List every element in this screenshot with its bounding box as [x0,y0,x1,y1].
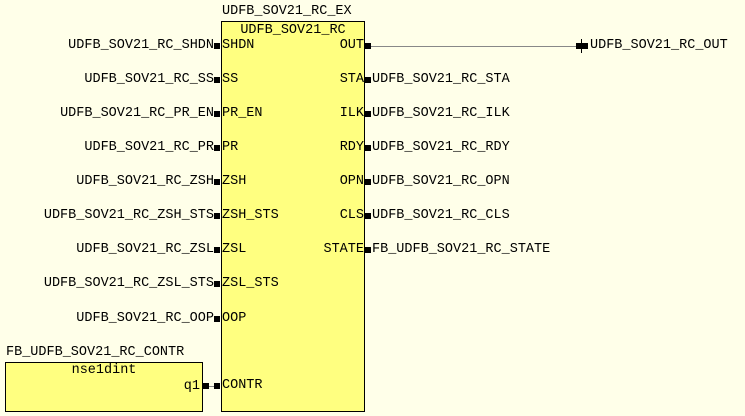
input-pin[interactable] [214,43,220,49]
sub-block-instance-name: FB_UDFB_SOV21_RC_CONTR [6,345,185,360]
output-wire [371,46,577,47]
output-signal-label[interactable]: UDFB_SOV21_RC_STA [372,72,510,87]
input-pin[interactable] [214,145,220,151]
input-port-label: OOP [222,311,247,326]
output-signal-label[interactable]: UDFB_SOV21_RC_ILK [372,106,510,121]
input-pin[interactable] [214,77,220,83]
connector-tick [581,39,582,53]
input-pin[interactable] [214,316,220,322]
sub-block-type-name: nse1dint [71,363,137,378]
input-port-label: ZSH [222,174,247,189]
input-port-label: ZSH_STS [222,208,279,223]
input-signal-label[interactable]: UDFB_SOV21_RC_OOP [76,311,214,326]
output-connector[interactable] [576,43,588,49]
input-port-label: SHDN [222,38,255,53]
output-port-label: OPN [339,174,364,189]
input-pin[interactable] [214,111,220,117]
output-port-label: ILK [339,106,364,121]
input-port-label: PR_EN [222,106,263,121]
input-port-label: PR [222,140,239,155]
output-signal-label[interactable]: UDFB_SOV21_RC_CLS [372,208,510,223]
output-signal-label[interactable]: UDFB_SOV21_RC_OUT [590,38,728,53]
input-signal-label[interactable]: UDFB_SOV21_RC_SHDN [68,38,214,53]
wire-q1-contr [209,386,215,387]
output-pin[interactable] [365,145,371,151]
output-port-label: STA [339,72,364,87]
input-pin[interactable] [214,247,220,253]
input-signal-label[interactable]: UDFB_SOV21_RC_ZSL_STS [43,276,214,291]
input-signal-label[interactable]: UDFB_SOV21_RC_SS [84,72,214,87]
input-port-label: ZSL [222,242,247,257]
output-port-label: CLS [339,208,364,223]
output-port-label: RDY [339,140,364,155]
input-signal-label[interactable]: UDFB_SOV21_RC_ZSH_STS [43,208,214,223]
output-pin[interactable] [365,179,371,185]
main-block-type-name: UDFB_SOV21_RC [240,23,346,38]
output-pin[interactable] [365,247,371,253]
output-signal-label[interactable]: UDFB_SOV21_RC_OPN [372,174,510,189]
function-block-sub[interactable]: nse1dint q1 [5,362,203,412]
input-signal-label[interactable]: UDFB_SOV21_RC_PR [84,140,214,155]
sub-block-port-q1: q1 [183,379,200,394]
output-signal-label[interactable]: FB_UDFB_SOV21_RC_STATE [372,242,551,257]
input-signal-label[interactable]: UDFB_SOV21_RC_ZSH [76,174,214,189]
output-pin[interactable] [365,111,371,117]
input-signal-label[interactable]: UDFB_SOV21_RC_PR_EN [60,106,214,121]
function-block-main[interactable]: UDFB_SOV21_RC [221,21,365,412]
output-port-label: OUT [339,38,364,53]
input-pin[interactable] [214,179,220,185]
output-pin[interactable] [365,43,371,49]
input-port-label: SS [222,72,239,87]
output-pin[interactable] [365,77,371,83]
output-signal-label[interactable]: UDFB_SOV21_RC_RDY [372,140,510,155]
input-port-label: ZSL_STS [222,276,279,291]
input-signal-label[interactable]: UDFB_SOV21_RC_ZSL [76,242,214,257]
input-pin[interactable] [214,383,220,389]
output-pin[interactable] [365,213,371,219]
output-port-label: STATE [323,242,364,257]
input-pin[interactable] [214,281,220,287]
input-pin[interactable] [214,213,220,219]
input-port-label: CONTR [222,378,263,393]
main-block-instance-name: UDFB_SOV21_RC_EX [222,4,352,19]
pin-q1[interactable] [203,383,209,389]
